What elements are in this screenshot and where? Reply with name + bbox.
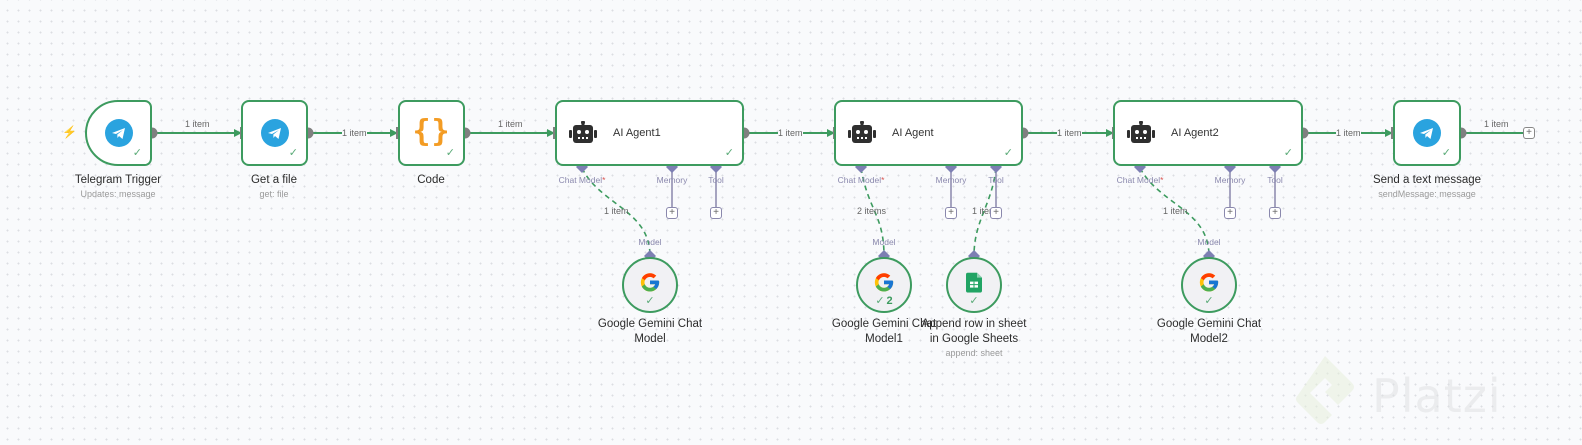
add-memory-button[interactable]: + (945, 207, 957, 219)
add-tool-button[interactable]: + (990, 207, 1002, 219)
node-send-text-message[interactable]: ✓ (1393, 100, 1461, 166)
success-check-icon: ✓ (288, 147, 298, 159)
add-tool-button[interactable]: + (1269, 207, 1281, 219)
node-subtitle: append: sheet (945, 348, 1003, 358)
edge-gemini1-agent[interactable] (860, 167, 885, 257)
port-label-chat-model: Chat Model* (837, 175, 885, 185)
add-node-button[interactable]: + (1523, 127, 1535, 139)
success-check-icon: ✓ (724, 147, 734, 159)
edge-label: 1 item (778, 128, 803, 138)
google-sheets-icon (966, 272, 982, 293)
port-label-chat-model: Chat Model* (1116, 175, 1164, 185)
node-google-gemini-chat-model[interactable]: ✓ (622, 257, 678, 313)
node-title: Send a text message (1372, 174, 1482, 186)
success-check-icon: ✓ (132, 147, 142, 159)
google-icon (874, 273, 894, 292)
edge-label: 1 item (342, 128, 367, 138)
node-ai-agent[interactable]: AI Agent ✓ (834, 100, 1023, 166)
node-code[interactable]: {} ✓ (398, 100, 465, 166)
node-subtitle: Updates: message (80, 189, 156, 199)
robot-icon (569, 121, 597, 143)
edge-label: 1 item (972, 206, 997, 216)
node-title: Get a file (250, 174, 298, 186)
platzi-watermark: Platzi (1292, 352, 1502, 440)
node-telegram-trigger[interactable]: ✓ (85, 100, 152, 166)
telegram-icon (104, 119, 133, 147)
node-google-gemini-chat-model1[interactable]: ✓2 (856, 257, 912, 313)
port-label-model: Model (638, 237, 662, 247)
port-label-memory: Memory (656, 175, 688, 185)
code-braces-icon: {} (412, 113, 451, 149)
platzi-logo-icon (1296, 356, 1354, 424)
trigger-bolt-icon: ⚡ (62, 125, 77, 139)
node-ai-agent2[interactable]: AI Agent2 ✓ (1113, 100, 1303, 166)
node-title: AI Agent1 (613, 127, 661, 139)
edge-label: 1 item (185, 119, 210, 129)
success-check-icon: ✓2 (875, 295, 893, 307)
port-label-memory: Memory (935, 175, 967, 185)
port-label-model: Model (872, 237, 896, 247)
node-title: Code (417, 174, 445, 186)
google-icon (1199, 273, 1219, 292)
google-icon (640, 273, 660, 292)
success-check-icon: ✓ (645, 295, 655, 307)
node-title: AI Agent2 (1171, 127, 1219, 139)
node-ai-agent1[interactable]: AI Agent1 ✓ (555, 100, 744, 166)
edge-gemini-agent1[interactable] (581, 167, 651, 257)
success-check-icon: ✓ (1003, 147, 1013, 159)
telegram-icon (260, 119, 289, 147)
success-check-icon: ✓ (445, 147, 455, 159)
edge-gemini2-agent2[interactable] (1139, 167, 1210, 257)
add-tool-button[interactable]: + (710, 207, 722, 219)
success-check-icon: ✓ (1441, 147, 1451, 159)
add-memory-button[interactable]: + (666, 207, 678, 219)
port-label-memory: Memory (1214, 175, 1246, 185)
robot-icon (848, 121, 876, 143)
success-check-icon: ✓ (969, 295, 979, 307)
edge-label: 1 item (1163, 206, 1188, 216)
node-subtitle: get: file (259, 189, 289, 199)
edge-label: 1 item (1484, 119, 1509, 129)
success-check-icon: ✓ (1204, 295, 1214, 307)
node-get-a-file[interactable]: ✓ (241, 100, 308, 166)
watermark-text: Platzi (1372, 369, 1502, 423)
edge-sheets-agent[interactable] (973, 167, 997, 257)
port-label-model: Model (1197, 237, 1221, 247)
node-title: AI Agent (892, 127, 934, 139)
node-google-gemini-chat-model2[interactable]: ✓ (1181, 257, 1237, 313)
edge-label: 1 item (498, 119, 523, 129)
port-label-tool: Tool (988, 175, 1004, 185)
success-check-icon: ✓ (1283, 147, 1293, 159)
edge-label: 1 item (1336, 128, 1361, 138)
robot-icon (1127, 121, 1155, 143)
edge-label: 2 items (857, 206, 887, 216)
add-memory-button[interactable]: + (1224, 207, 1236, 219)
port-label-tool: Tool (1267, 175, 1283, 185)
telegram-icon (1413, 119, 1441, 147)
node-subtitle: sendMessage: message (1378, 189, 1476, 199)
node-append-row-google-sheets[interactable]: ✓ (946, 257, 1002, 313)
port-label-tool: Tool (708, 175, 724, 185)
port-label-chat-model: Chat Model* (558, 175, 606, 185)
run-count: 2 (886, 295, 893, 307)
node-title: Telegram Trigger (74, 174, 162, 186)
edge-label: 1 item (604, 206, 629, 216)
edge-label: 1 item (1057, 128, 1082, 138)
